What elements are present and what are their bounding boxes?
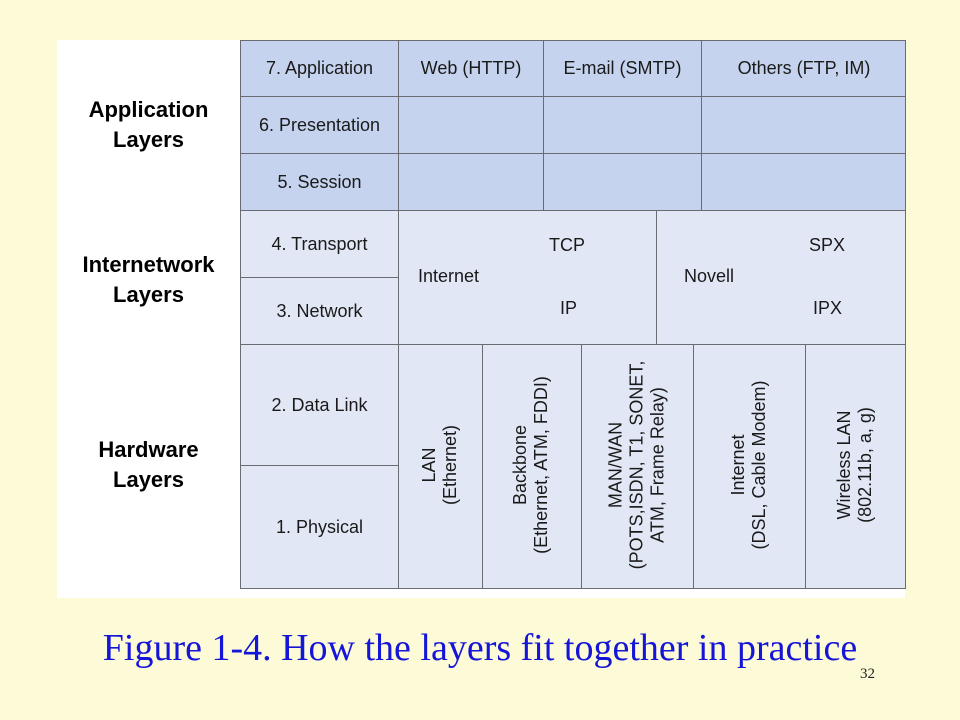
vertical-label-line: (Ethernet, ATM, FDDI)	[531, 376, 551, 554]
page-number: 32	[860, 666, 875, 682]
vertical-label-line: (POTS,ISDN, T1, SONET,	[626, 360, 647, 570]
wireless-lan-label: Wireless LAN (802.11b, a, g)	[834, 407, 876, 523]
layer-6-cell: 6. Presentation	[240, 96, 398, 153]
email-smtp-cell: E-mail (SMTP)	[543, 40, 701, 96]
layer-3-cell: 3. Network	[240, 277, 398, 344]
group-label-line: Internetwork	[82, 252, 215, 277]
layer-2-label: 2. Data Link	[271, 394, 368, 415]
ip-label: IP	[560, 298, 578, 318]
tcp-label: TCP	[549, 235, 585, 255]
email-presentation-cell	[543, 96, 701, 153]
novell-suite-label: Novell	[684, 266, 735, 286]
others-session-cell	[701, 153, 906, 210]
web-presentation-cell	[398, 96, 543, 153]
wireless-lan-column	[805, 344, 906, 589]
group-hardware-layers: Hardware Layers	[57, 430, 240, 500]
layer-5-cell: 5. Session	[240, 153, 398, 210]
vertical-label-line: ATM, Frame Relay)	[647, 387, 668, 543]
spx-label: SPX	[809, 235, 846, 255]
ipx-label: IPX	[813, 298, 843, 318]
lan-column	[398, 344, 482, 589]
manwan-column	[581, 344, 693, 589]
vertical-label-line: Backbone	[510, 424, 530, 506]
web-http-label: Web (HTTP)	[420, 58, 522, 78]
figure-caption: Figure 1-4. How the layers fit together …	[102, 627, 858, 669]
vertical-label-line: (Ethernet)	[440, 424, 460, 506]
group-label-line: Layers	[113, 127, 184, 152]
others-cell: Others (FTP, IM)	[701, 40, 906, 96]
web-http-cell: Web (HTTP)	[398, 40, 543, 96]
layer-4-cell: 4. Transport	[240, 210, 398, 277]
vertical-label-line: Internet	[728, 434, 748, 496]
layer-1-cell: 1. Physical	[240, 465, 398, 589]
layer-4-label: 4. Transport	[271, 233, 368, 254]
layer-2-cell: 2. Data Link	[240, 344, 398, 465]
vertical-label-line: Wireless LAN	[834, 410, 854, 520]
lan-label: LAN (Ethernet)	[419, 425, 461, 505]
internet-hw-column	[693, 344, 805, 589]
layer-3-label: 3. Network	[276, 300, 363, 321]
layer-6-label: 6. Presentation	[258, 114, 381, 135]
internet-suite-label: Internet	[418, 266, 480, 286]
manwan-label: MAN/WAN (POTS,ISDN, T1, SONET, ATM, Fram…	[606, 361, 669, 570]
others-label: Others (FTP, IM)	[737, 58, 871, 78]
vertical-label-line: (DSL, Cable Modem)	[749, 380, 769, 550]
internet-suite-cell	[398, 210, 656, 344]
vertical-label-line: MAN/WAN	[605, 421, 626, 509]
layer-5-label: 5. Session	[277, 171, 362, 192]
table-bottom-border	[240, 588, 906, 589]
group-internetwork-layers: Internetwork Layers	[57, 245, 240, 315]
backbone-label: Backbone (Ethernet, ATM, FDDI)	[510, 376, 552, 554]
novell-suite-cell	[656, 210, 906, 344]
web-session-cell	[398, 153, 543, 210]
layers-diagram: Application Layers Internetwork Layers H…	[57, 40, 906, 598]
email-session-cell	[543, 153, 701, 210]
layer-7-cell: 7. Application	[240, 40, 398, 96]
group-label-line: Application	[88, 97, 209, 122]
backbone-column	[482, 344, 581, 589]
others-presentation-cell	[701, 96, 906, 153]
layer-7-label: 7. Application	[265, 58, 374, 78]
email-smtp-label: E-mail (SMTP)	[563, 58, 682, 78]
internet-hw-label: Internet (DSL, Cable Modem)	[728, 380, 770, 549]
group-application-layers: Application Layers	[57, 90, 240, 160]
vertical-label-line: (802.11b, a, g)	[855, 407, 875, 523]
vertical-label-line: LAN	[419, 447, 439, 483]
group-label-line: Layers	[113, 467, 184, 492]
layer-1-label: 1. Physical	[275, 517, 364, 537]
group-label-line: Layers	[113, 282, 184, 307]
table-right-border	[905, 40, 906, 589]
group-label-line: Hardware	[98, 437, 199, 462]
